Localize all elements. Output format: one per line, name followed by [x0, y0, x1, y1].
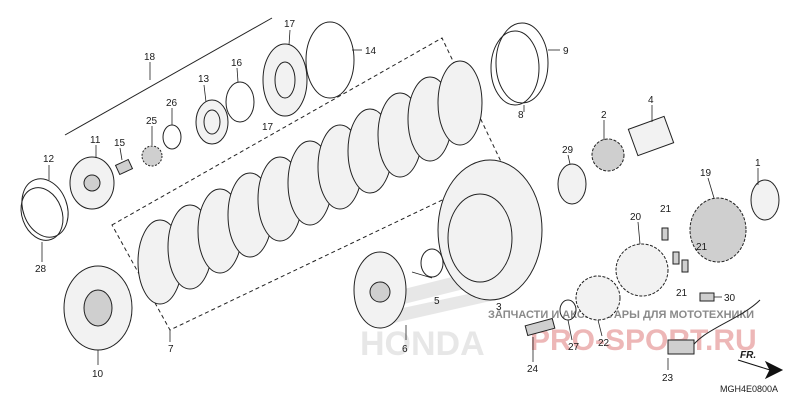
callout-23: 23	[662, 373, 674, 384]
spring-plate-17	[262, 43, 308, 117]
callout-7: 7	[168, 344, 174, 355]
callout-8: 8	[518, 110, 524, 121]
push-rod	[64, 17, 273, 136]
bolt-15	[114, 158, 134, 176]
callout-22: 22	[598, 338, 610, 349]
callout-11: 11	[90, 135, 101, 146]
callout-9: 9	[563, 46, 569, 57]
gear-25	[141, 145, 163, 167]
callout-16: 16	[231, 58, 243, 69]
callout-30: 30	[724, 293, 736, 304]
washer-26	[162, 124, 182, 150]
watermark-caption: ЗАПЧАСТИ И АКСЕССУАРЫ ДЛЯ МОТОТЕХНИКИ	[488, 309, 754, 321]
callout-5: 5	[434, 296, 440, 307]
honda-logo-text: HONDA	[360, 325, 485, 363]
clutch-outer	[437, 159, 543, 301]
gear-2	[591, 138, 625, 172]
front-direction-arrow: FR.	[737, 350, 784, 380]
callout-26: 26	[166, 98, 178, 109]
callout-21c: 21	[676, 288, 688, 299]
callout-24: 24	[527, 364, 539, 375]
ring-14	[305, 21, 355, 99]
pressure-plate-hub	[83, 289, 113, 327]
callout-6: 6	[402, 344, 408, 355]
callout-17-top: 17	[284, 19, 296, 30]
collar-13	[195, 99, 229, 145]
clutch-plates	[137, 60, 483, 305]
bolt-30	[699, 292, 715, 302]
collar-13-inner	[203, 109, 221, 135]
clutch-center-hub	[369, 281, 391, 303]
gear-19	[689, 197, 747, 263]
callout-4: 4	[648, 95, 654, 106]
callout-1: 1	[755, 158, 761, 169]
gear-22	[575, 275, 621, 321]
ring-8	[490, 30, 540, 106]
callout-14: 14	[365, 46, 377, 57]
callout-21b: 21	[696, 242, 708, 253]
lifter-plate-hub	[83, 174, 101, 192]
front-arrow-label: FR.	[740, 350, 756, 361]
pin-21c	[672, 251, 680, 265]
ring-28	[20, 187, 64, 241]
front-arrow-icon	[737, 359, 784, 380]
leader-lines	[41, 29, 759, 370]
bolt-24	[524, 317, 556, 337]
spring-plate-17-inner	[274, 61, 296, 99]
diagram-code: MGH4E0800A	[720, 384, 778, 394]
callout-2: 2	[601, 110, 607, 121]
pin-21a	[661, 227, 669, 241]
callout-13: 13	[198, 74, 210, 85]
washer-5	[420, 248, 444, 278]
callout-10: 10	[92, 369, 104, 380]
ring-16	[225, 81, 255, 123]
gear-20	[615, 243, 669, 297]
callout-20: 20	[630, 212, 642, 223]
needle-bearing-29	[557, 163, 587, 205]
callout-29: 29	[562, 145, 574, 156]
pin-21b	[681, 259, 689, 273]
callout-17-bottom: 17	[262, 122, 274, 133]
sleeve-4	[627, 115, 675, 157]
callout-labels: 1 2 3 4 5 6 7 8 9 10 11 12 13 14 15 16 1…	[35, 19, 761, 384]
callout-12: 12	[43, 154, 55, 165]
clutch-outer-inner	[447, 193, 513, 283]
callout-25: 25	[146, 116, 158, 127]
clutch-plate	[437, 60, 483, 146]
ring-12	[21, 178, 69, 238]
callout-18: 18	[144, 52, 156, 63]
watermark-brand: PRO-SPORT.RU	[530, 324, 757, 357]
sensor-23	[667, 339, 695, 355]
callout-19: 19	[700, 168, 712, 179]
callout-15: 15	[114, 138, 126, 149]
callout-28: 28	[35, 264, 47, 275]
callout-3: 3	[496, 302, 502, 313]
callout-21a: 21	[660, 204, 672, 215]
callout-27: 27	[568, 342, 580, 353]
bearing-1	[750, 179, 780, 221]
